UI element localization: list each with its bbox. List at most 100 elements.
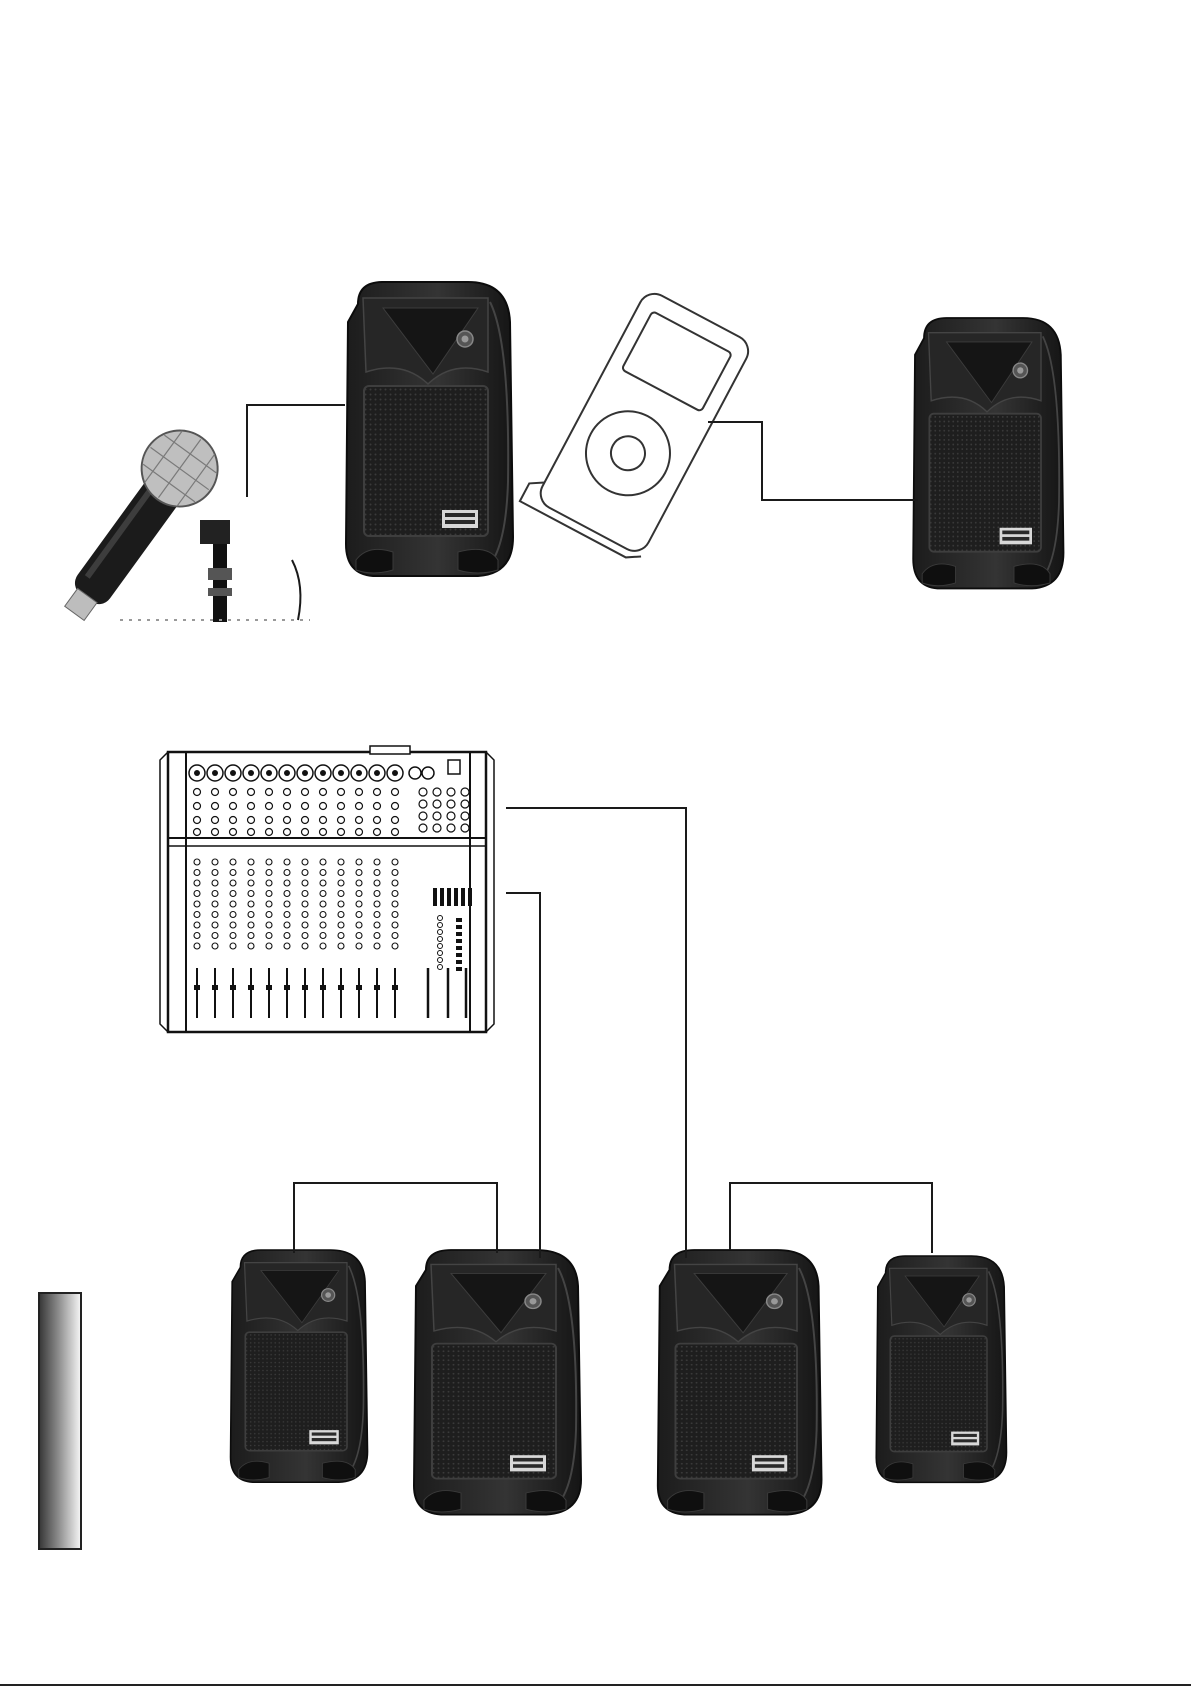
mixer-meter	[468, 888, 472, 906]
mixer-knob	[212, 901, 218, 907]
mixer-knob	[447, 824, 455, 832]
mixer-knob	[438, 937, 443, 942]
mixer-meter	[456, 932, 462, 936]
cable-link-right	[730, 1183, 932, 1253]
mixer-knob	[374, 891, 380, 897]
mixer-knob	[266, 829, 273, 836]
mixer-knob	[230, 859, 236, 865]
mixer-knob	[438, 930, 443, 935]
mixer-knob	[302, 829, 309, 836]
mixer-knob	[248, 901, 254, 907]
speaker-icon	[231, 1250, 368, 1482]
mixer-knob	[248, 933, 254, 939]
mixer-jack	[194, 770, 200, 776]
mixer-knob	[230, 880, 236, 886]
mixer-jack	[230, 770, 236, 776]
mixer-knob	[248, 789, 255, 796]
mixer-knob	[438, 951, 443, 956]
mixer-knob	[461, 788, 469, 796]
mixer-meter	[456, 946, 462, 950]
mixer-knob	[356, 803, 363, 810]
mixer-knob	[356, 912, 362, 918]
mixer-knob	[374, 870, 380, 876]
mixer-knob	[374, 829, 381, 836]
mixer-switch	[448, 760, 460, 774]
mixer-knob	[392, 922, 398, 928]
mixer-knob	[212, 880, 218, 886]
mixer-knob	[392, 817, 399, 824]
mixer-knob	[248, 803, 255, 810]
mixer-knob	[284, 943, 290, 949]
mixer-fader-cap	[212, 985, 218, 990]
mixer-knob	[194, 880, 200, 886]
page-rule	[0, 1684, 1191, 1686]
mixer-knob	[230, 803, 237, 810]
mixer-knob	[284, 803, 291, 810]
mixer-jack	[248, 770, 254, 776]
mixer-knob	[419, 824, 427, 832]
mixer-knob	[374, 912, 380, 918]
mixer-meter	[440, 888, 444, 906]
mixer-knob	[194, 817, 201, 824]
mixer-knob	[438, 916, 443, 921]
scene-1	[44, 282, 1064, 636]
mixer-knob	[338, 789, 345, 796]
mixer-knob	[266, 891, 272, 897]
mixer-meter	[456, 918, 462, 922]
mixer-knob	[356, 933, 362, 939]
mixer-knob	[266, 943, 272, 949]
mixer-knob	[356, 891, 362, 897]
mixer-knob	[338, 933, 344, 939]
mixer-knob	[266, 922, 272, 928]
mixer-fader-cap	[266, 985, 272, 990]
mixer-knob	[212, 933, 218, 939]
mixer-knob	[356, 817, 363, 824]
mixer-knob	[392, 829, 399, 836]
mixer-knob	[374, 817, 381, 824]
mixer-knob	[266, 870, 272, 876]
mixer-knob	[248, 912, 254, 918]
mixer-jack	[409, 767, 421, 779]
mixer-knob	[248, 922, 254, 928]
mixer-knob	[212, 829, 219, 836]
mixer-knob	[212, 803, 219, 810]
mixer-knob	[302, 943, 308, 949]
mixer-fader-cap	[194, 985, 200, 990]
mixer-knob	[320, 901, 326, 907]
mixer-knob	[194, 922, 200, 928]
mixer-knob	[419, 800, 427, 808]
mixer-knob	[438, 965, 443, 970]
mixer-knob	[284, 859, 290, 865]
mixer-knob	[194, 891, 200, 897]
mixer-knob	[212, 943, 218, 949]
mixer-knob	[338, 912, 344, 918]
mixer-knob	[230, 912, 236, 918]
side-tab	[38, 1292, 82, 1550]
mixer-knob	[248, 943, 254, 949]
mixer-knob	[320, 922, 326, 928]
mixer-knob	[266, 933, 272, 939]
mixer-knob	[433, 824, 441, 832]
mixer-knob	[194, 870, 200, 876]
mixer-fader-cap	[356, 985, 362, 990]
mixer-knob	[284, 922, 290, 928]
mixer-knob	[374, 803, 381, 810]
mixer-knob	[447, 812, 455, 820]
mixer-knob	[461, 824, 469, 832]
mixer-knob	[356, 901, 362, 907]
mixer-knob	[266, 789, 273, 796]
mixer-knob	[438, 944, 443, 949]
mixer-knob	[284, 891, 290, 897]
mixer-fader-cap	[284, 985, 290, 990]
mixer-knob	[374, 933, 380, 939]
mixer-knob	[230, 870, 236, 876]
mixer-knob	[392, 912, 398, 918]
mixer-knob	[212, 817, 219, 824]
mixer-knob	[302, 922, 308, 928]
mixer-knob	[338, 803, 345, 810]
mixer-jack	[392, 770, 398, 776]
mixer-knob	[230, 817, 237, 824]
mixer-knob	[374, 859, 380, 865]
speaker-icon	[876, 1256, 1006, 1482]
mixer-knob	[284, 789, 291, 796]
